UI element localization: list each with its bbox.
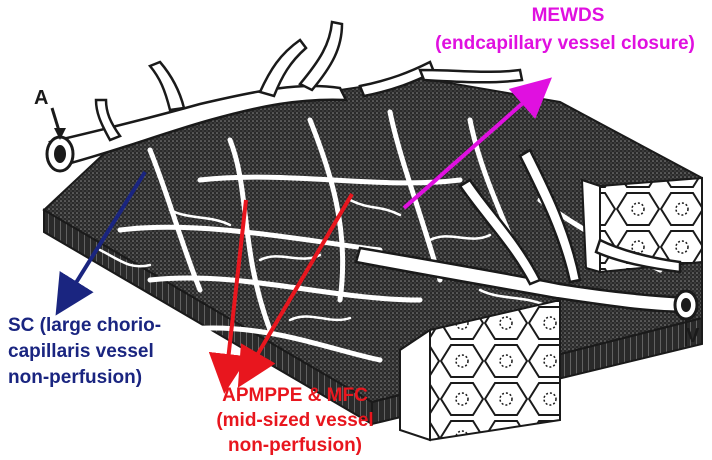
apmppe-label-line3: non-perfusion) bbox=[205, 434, 385, 457]
svg-text:V: V bbox=[686, 325, 700, 347]
svg-text:A: A bbox=[34, 87, 48, 109]
mewds-title: MEWDS bbox=[498, 4, 638, 27]
vein-marker: V bbox=[686, 320, 700, 347]
mewds-description: (endcapillary vessel closure) bbox=[410, 32, 712, 55]
sc-label-line3: non-perfusion) bbox=[8, 366, 142, 389]
apmppe-label-line1: APMPPE & MFC bbox=[205, 384, 385, 407]
apmppe-label-line2: (mid-sized vessel bbox=[205, 409, 385, 432]
sc-label-line2: capillaris vessel bbox=[8, 340, 154, 363]
artery-marker: A bbox=[34, 87, 66, 140]
sc-label-line1: SC (large chorio- bbox=[8, 314, 161, 337]
